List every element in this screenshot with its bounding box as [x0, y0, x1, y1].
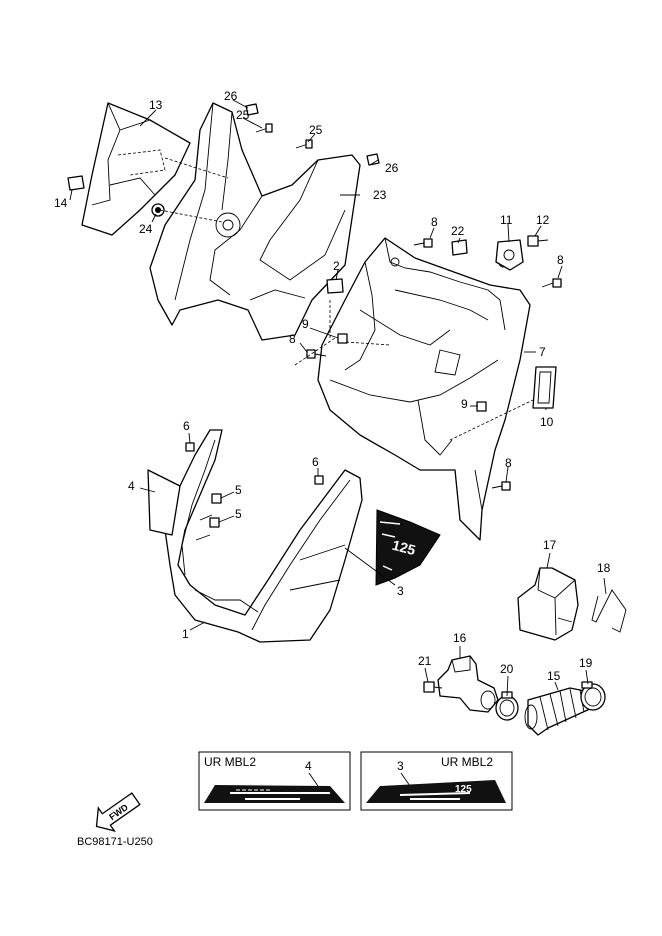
part-4-decal — [147, 469, 181, 536]
part-8-screw-d — [491, 481, 511, 491]
callout-numbers: 13 14 26 25 25 26 23 24 8 22 11 12 8 2 9… — [54, 89, 611, 683]
callout-11: 11 — [500, 213, 513, 227]
callout-25-top: 25 — [236, 108, 250, 122]
callout-22: 22 — [451, 224, 465, 238]
part-11-bracket — [495, 239, 524, 271]
fwd-arrow-icon: FWD — [95, 792, 141, 832]
part-17-bracket — [517, 567, 579, 641]
callout-8-bottom: 8 — [505, 456, 512, 470]
part-26-nut-b — [366, 153, 380, 166]
part-25-screw-a — [255, 123, 273, 133]
callout-18: 18 — [597, 561, 611, 575]
callout-24: 24 — [139, 222, 153, 236]
part-6-screw-b — [314, 475, 324, 485]
diagram-code: BC98171-U250 — [77, 836, 153, 848]
part-21-bolt — [423, 681, 443, 693]
callout-9-top: 9 — [302, 317, 309, 331]
part-18-wire-clip — [591, 589, 627, 633]
part-5-clip-a — [211, 493, 222, 504]
callout-6-right: 6 — [312, 455, 319, 469]
part-1-lower-cover — [164, 429, 363, 643]
part-24-emblem — [151, 203, 165, 217]
part-15-hose — [524, 687, 593, 736]
callout-15: 15 — [547, 669, 561, 683]
part-20-clamp — [495, 691, 519, 721]
part-22-label — [451, 239, 468, 256]
part-19-clamp — [580, 681, 606, 711]
callout-5-top: 5 — [235, 483, 242, 497]
legend-left-part: 4 — [305, 759, 312, 773]
leaders-top-left — [69, 99, 379, 223]
callout-6-left: 6 — [183, 419, 190, 433]
part-16-intake-joint — [437, 655, 499, 713]
legend-right-title: UR MBL2 — [441, 755, 493, 769]
callout-8-top: 8 — [431, 215, 438, 229]
legend-right-part: 3 — [397, 759, 404, 773]
callout-2: 2 — [333, 259, 340, 273]
callout-9-bottom: 9 — [461, 397, 468, 411]
callout-26-top: 26 — [224, 89, 238, 103]
callout-16: 16 — [453, 631, 467, 645]
callout-7: 7 — [539, 345, 546, 359]
decal-125-logo: 125 — [391, 537, 418, 559]
legend-right-logo: 125 — [455, 784, 472, 795]
part-10-seal — [532, 366, 557, 409]
part-25-screw-b — [295, 139, 313, 149]
part-9-clip-b — [476, 401, 487, 412]
part-8-screw-c — [306, 349, 327, 359]
callout-26-right: 26 — [385, 161, 399, 175]
part-7-inner-box — [317, 237, 531, 541]
callout-4: 4 — [128, 479, 135, 493]
legend-box-right: UR MBL2 3 125 — [360, 751, 513, 811]
callout-5-bottom: 5 — [235, 507, 242, 521]
callout-3: 3 — [397, 584, 404, 598]
part-5-clip-b — [209, 517, 220, 528]
callout-17: 17 — [543, 538, 557, 552]
legend-right-decal — [366, 780, 506, 803]
leaders-right — [294, 223, 563, 483]
legend-left-title: UR MBL2 — [204, 755, 256, 769]
callout-12: 12 — [536, 213, 550, 227]
part-8-screw-a — [413, 238, 433, 248]
leaders-lower-left — [139, 432, 396, 631]
callout-19: 19 — [579, 656, 593, 670]
callout-20: 20 — [500, 662, 514, 676]
callout-25-mid: 25 — [309, 123, 323, 137]
part-14-label — [67, 175, 85, 191]
part-12-bolt — [527, 235, 549, 247]
callout-23: 23 — [373, 188, 387, 202]
part-9-clip-a — [337, 333, 348, 344]
legend-box-left: UR MBL2 4 — [198, 751, 351, 811]
part-23-front-cover — [149, 102, 361, 341]
part-8-screw-b — [541, 278, 562, 288]
callout-8-left: 8 — [289, 332, 296, 346]
callout-10: 10 — [540, 415, 554, 429]
part-26-nut-a — [245, 103, 259, 116]
callout-13: 13 — [149, 98, 163, 112]
callout-1: 1 — [182, 627, 189, 641]
callout-21: 21 — [418, 654, 432, 668]
leaders-lower-right — [424, 552, 607, 697]
callout-14: 14 — [54, 196, 68, 210]
callout-8-right: 8 — [557, 253, 564, 267]
part-3-decal: 125 — [375, 509, 441, 586]
part-13-inner-panel — [81, 102, 191, 236]
part-2-label — [326, 278, 344, 294]
part-6-screw-a — [185, 442, 195, 452]
